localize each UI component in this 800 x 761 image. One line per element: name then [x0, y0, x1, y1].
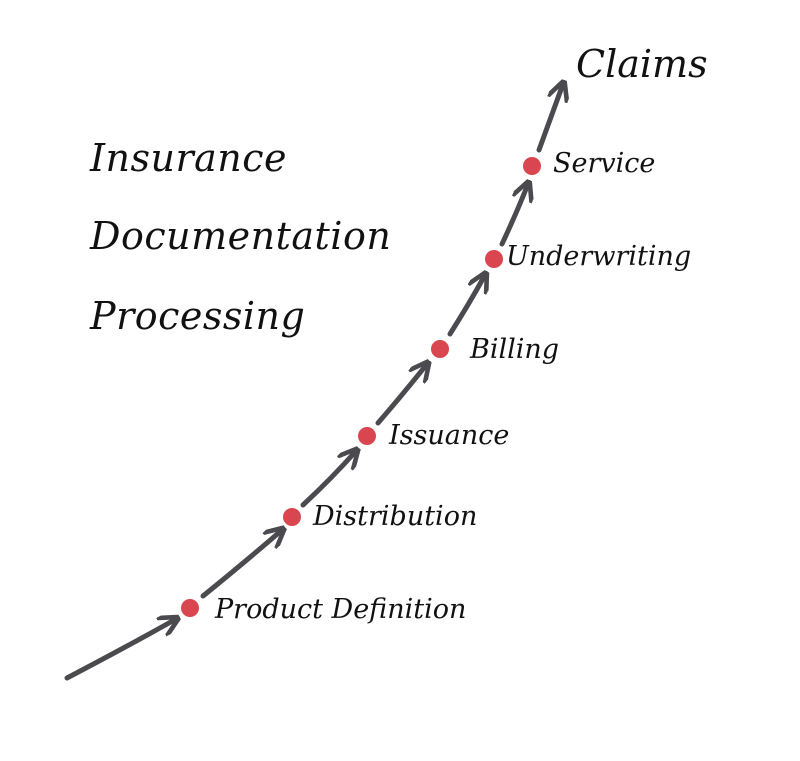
stage-dot: [283, 508, 301, 526]
stage-label-underwriting: Underwriting: [506, 241, 692, 272]
stage-label-billing: Billing: [470, 334, 560, 365]
title-line-3: Processing: [90, 294, 306, 338]
arrow-segment-3: [375, 364, 427, 426]
stage-label-product-definition: Product Definition: [215, 594, 467, 625]
arrow-segment-1: [200, 530, 282, 599]
arrow-segment-end: [536, 84, 563, 153]
stage-dot: [181, 599, 199, 617]
title-line-2: Documentation: [90, 214, 392, 258]
stage-label-issuance: Issuance: [389, 420, 510, 451]
arrow-segment-start: [64, 619, 176, 681]
stage-label-distribution: Distribution: [313, 501, 478, 532]
stage-dot: [358, 427, 376, 445]
arrow-segment-5: [499, 184, 528, 247]
arrow-segment-4: [447, 275, 485, 337]
stage-dot: [431, 340, 449, 358]
title-line-1: Insurance: [90, 136, 288, 180]
stage-label-service: Service: [553, 148, 656, 179]
goal-label: Claims: [576, 42, 708, 86]
stage-dot: [523, 157, 541, 175]
stage-dot: [485, 250, 503, 268]
arrow-segment-2: [300, 451, 356, 508]
